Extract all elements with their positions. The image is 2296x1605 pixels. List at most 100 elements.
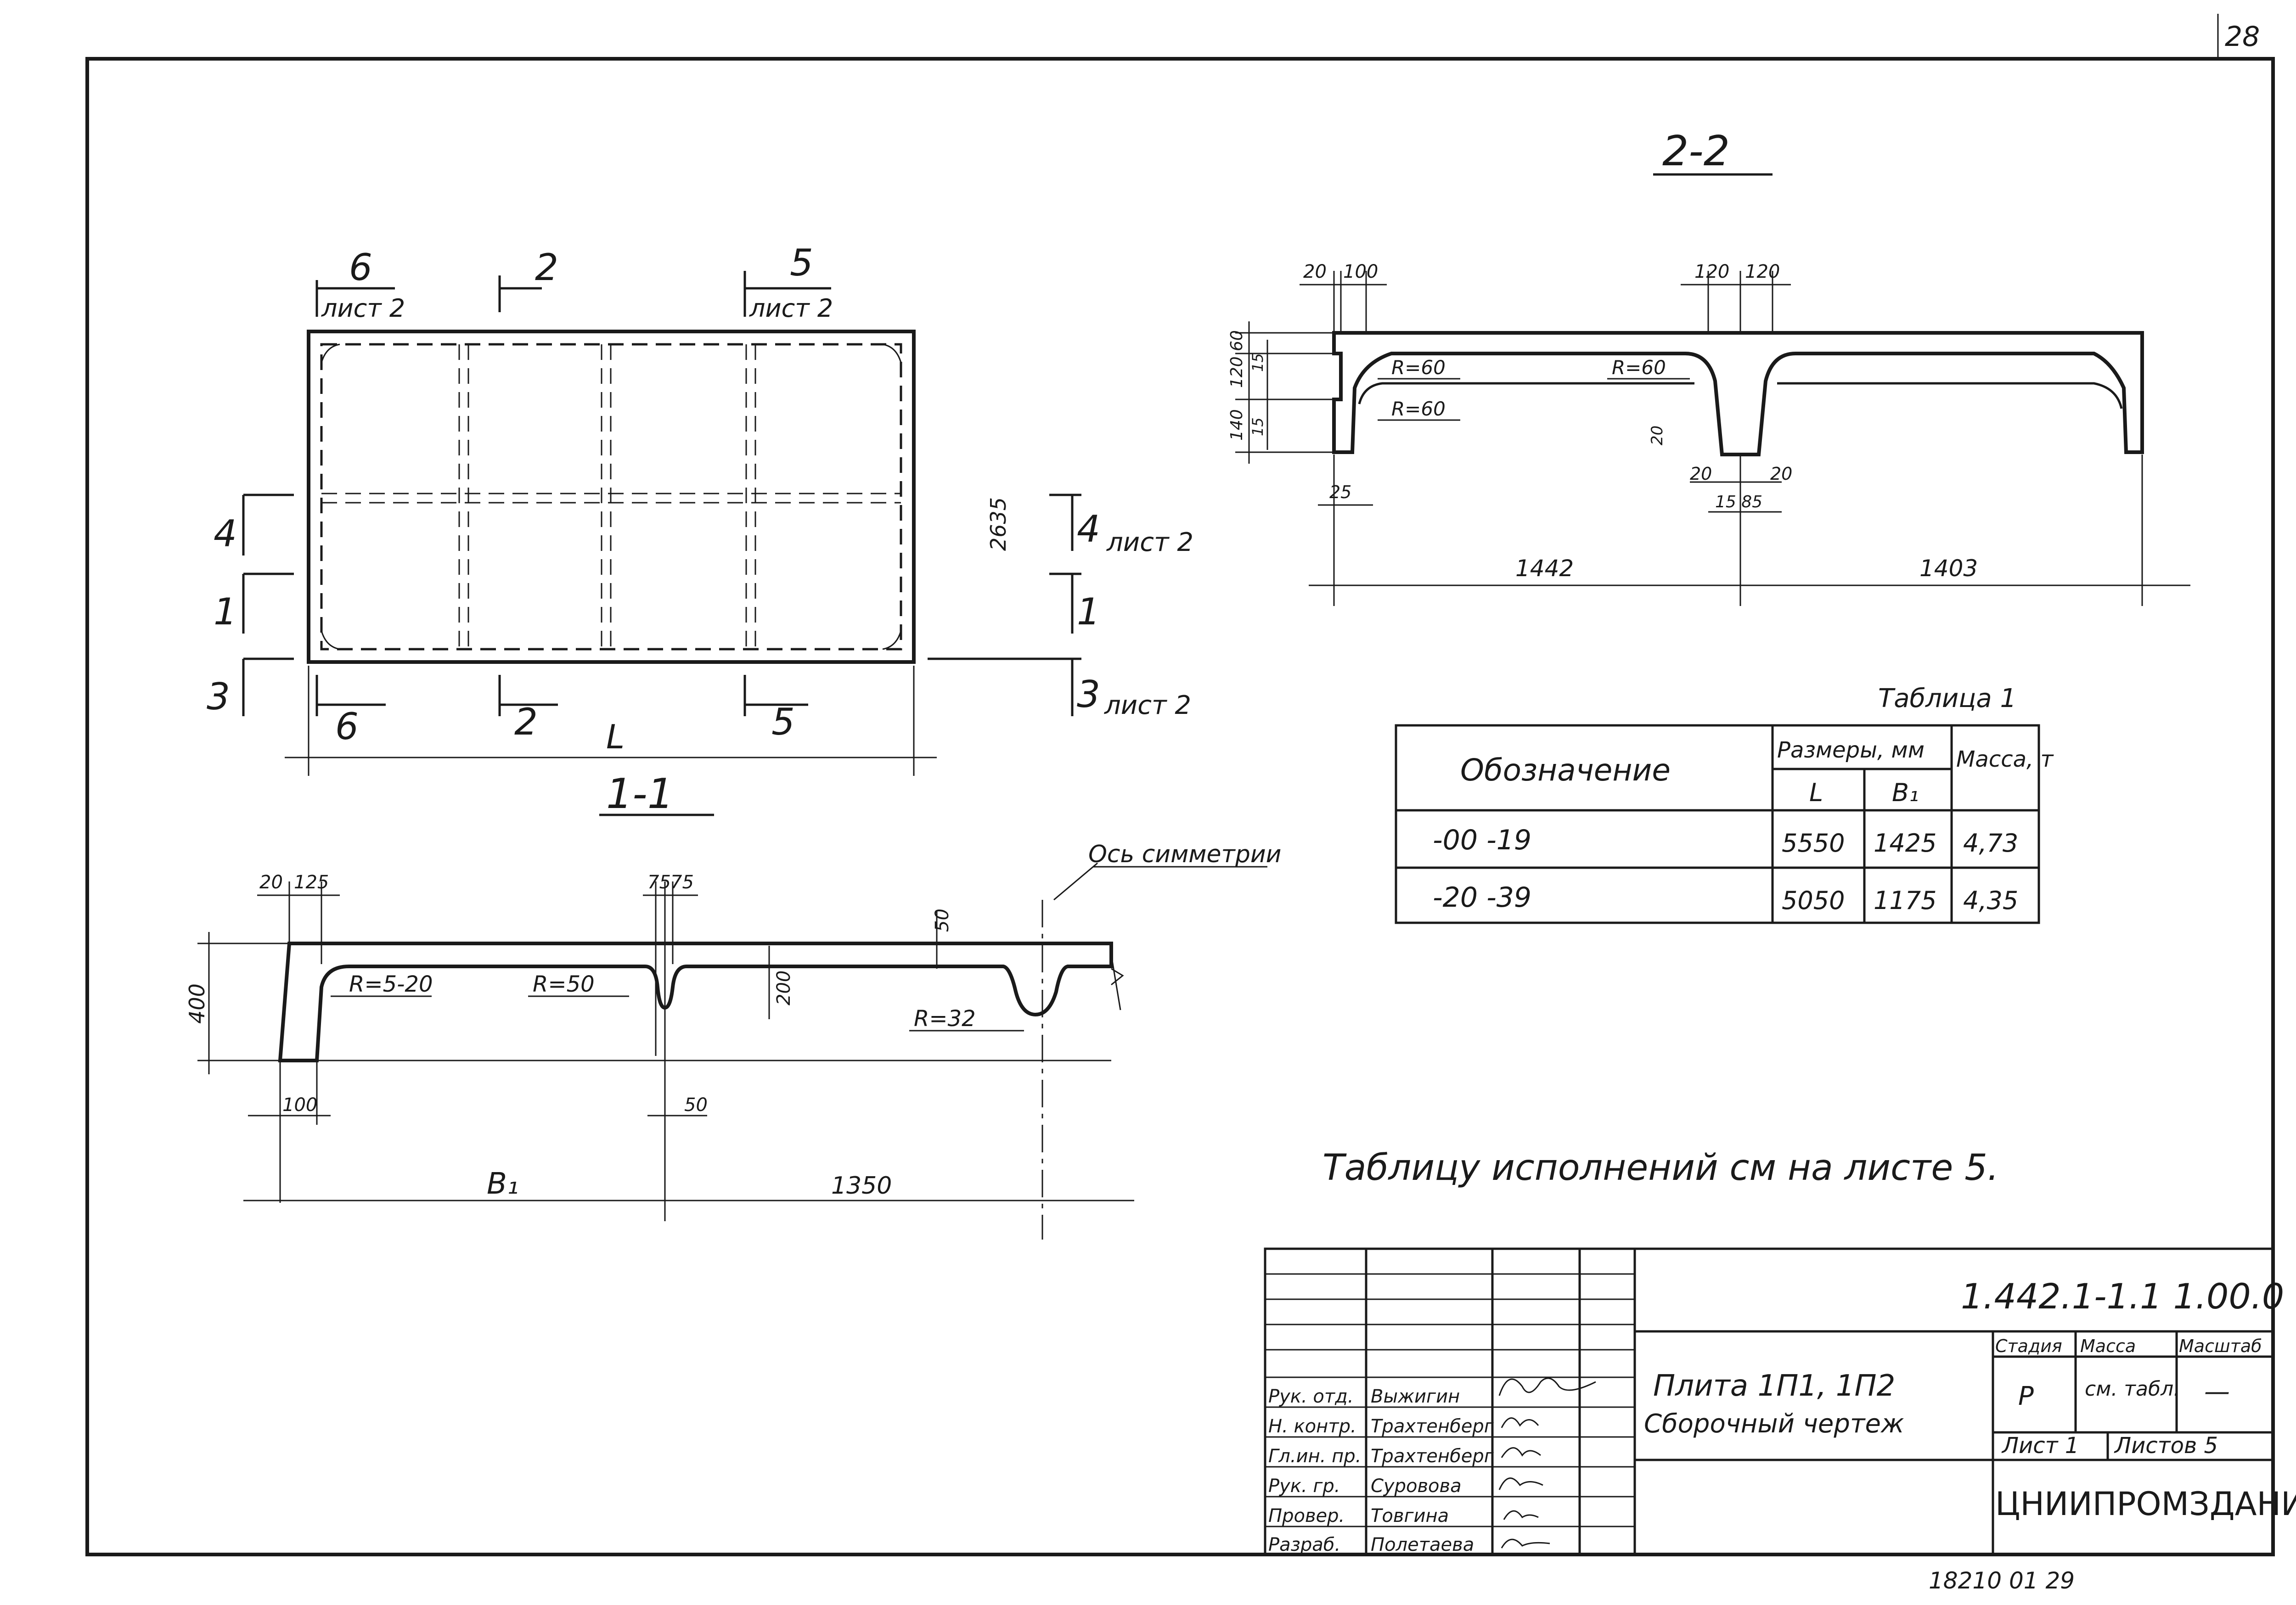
svg-text:20: 20 [1648, 426, 1666, 445]
svg-text:5: 5 [790, 241, 813, 284]
svg-text:2635: 2635 [986, 497, 1011, 551]
svg-text:120: 120 [1694, 261, 1729, 282]
svg-text:Рук. гр.: Рук. гр. [1268, 1476, 1340, 1497]
svg-text:125: 125 [294, 872, 329, 893]
svg-text:3: 3 [1077, 673, 1100, 716]
svg-text:4,73: 4,73 [1963, 829, 2018, 858]
svg-text:лист 2: лист 2 [749, 294, 833, 323]
section-mark-2-bottom: 2 [498, 675, 558, 743]
svg-text:R=60: R=60 [1391, 356, 1446, 379]
table-row: -20 -39 5050 1175 4,35 [1433, 881, 2018, 915]
svg-text:R=5-20: R=5-20 [349, 971, 433, 997]
svg-text:1: 1 [214, 590, 237, 633]
svg-text:1175: 1175 [1874, 886, 1936, 915]
svg-text:5550: 5550 [1782, 829, 1845, 858]
svg-text:2: 2 [514, 701, 538, 743]
head-scale: Масштаб [2179, 1336, 2262, 1356]
archive-number: 18210 01 29 [1929, 1567, 2075, 1594]
svg-text:20: 20 [1770, 464, 1792, 484]
svg-text:60: 60 [1227, 330, 1246, 351]
table-head-B: B₁ [1892, 778, 1919, 807]
sheet-frame: 28 [85, 14, 2275, 1556]
table-head-L: L [1809, 778, 1823, 807]
section-mark-5-bottom: 5 [743, 675, 808, 743]
section-1-1-profile [278, 942, 1113, 1062]
svg-text:1350: 1350 [831, 1172, 892, 1200]
section-1-1-title: 1-1 [606, 770, 674, 818]
svg-text:Товгина: Товгина [1371, 1505, 1449, 1526]
svg-text:15: 15 [1249, 353, 1266, 372]
dim-plan-side: 2635 [986, 497, 1011, 551]
doc-code: 1.442.1-1.1 1.00.0 СБ [1961, 1276, 2296, 1317]
plan-view: 6 лист 2 2 5 лист 2 6 2 5 [207, 241, 1193, 776]
svg-text:120: 120 [1227, 356, 1246, 388]
svg-text:лист 2: лист 2 [1104, 690, 1191, 720]
svg-text:R=32: R=32 [914, 1006, 976, 1032]
svg-text:Полетаева: Полетаева [1371, 1534, 1474, 1555]
svg-text:15 85: 15 85 [1715, 493, 1762, 511]
svg-text:120: 120 [1745, 261, 1780, 282]
table-1: Таблица 1 Обозначение Размеры, мм Масса,… [1395, 684, 2054, 924]
drawing-title: Плита 1П1, 1П2 [1653, 1369, 1895, 1403]
sheets-total: Листов 5 [2114, 1433, 2218, 1459]
svg-text:Гл.ин. пр.: Гл.ин. пр. [1268, 1446, 1361, 1467]
sheet-index: Лист 1 [2001, 1433, 2079, 1459]
organization: ЦНИИПРОМЗДАНИЙ [1995, 1485, 2296, 1523]
title-block: 1.442.1-1.1 1.00.0 СБ Плита 1П1, 1П2 Сбо… [1264, 1247, 2296, 1556]
svg-text:Трахтенберг: Трахтенберг [1371, 1446, 1494, 1467]
svg-text:R=50: R=50 [533, 971, 595, 997]
svg-text:15: 15 [1249, 417, 1266, 436]
svg-text:Суровова: Суровова [1371, 1476, 1462, 1497]
svg-text:4: 4 [214, 512, 237, 555]
head-mass: Масса [2080, 1336, 2136, 1356]
table-row: -00 -19 5550 1425 4,73 [1433, 824, 2018, 858]
section-1-1: 1-1 Ось симметрии 20 125 75 75 50 400 20 [185, 770, 1281, 1240]
section-mark-6-top: 6 лист 2 [315, 246, 405, 323]
head-stage: Стадия [1995, 1336, 2062, 1356]
axis-callout: Ось симметрии [1088, 841, 1281, 868]
svg-text:20: 20 [259, 872, 283, 893]
svg-text:R=60: R=60 [1612, 356, 1666, 379]
svg-text:Н. контр.: Н. контр. [1268, 1416, 1356, 1437]
svg-text:Трахтенберг: Трахтенберг [1371, 1416, 1494, 1437]
signatures [1498, 1377, 1596, 1549]
svg-text:75: 75 [647, 872, 671, 893]
svg-text:200: 200 [773, 971, 794, 1005]
svg-text:20: 20 [1303, 261, 1327, 282]
section-mark-6-bottom: 6 [315, 675, 386, 748]
svg-text:4: 4 [1077, 508, 1100, 550]
svg-text:-00 -19: -00 -19 [1433, 824, 1531, 856]
svg-text:1403: 1403 [1919, 555, 1978, 582]
svg-text:6: 6 [335, 705, 359, 748]
svg-text:20: 20 [1690, 464, 1712, 484]
svg-text:100: 100 [1343, 261, 1378, 282]
rib-grid [321, 344, 901, 649]
svg-text:3: 3 [207, 675, 230, 718]
section-2-2: 2-2 20 100 120 120 60 120 140 15 15 R=60 [1227, 127, 2190, 606]
table-head-mass: Масса, т [1956, 746, 2054, 772]
svg-text:L: L [606, 718, 625, 756]
svg-text:400: 400 [185, 983, 209, 1024]
svg-text:4,35: 4,35 [1963, 886, 2018, 915]
mass-value: см. табл. [2085, 1377, 2180, 1401]
section-mark-5-top: 5 лист 2 [743, 241, 833, 323]
svg-text:25: 25 [1329, 482, 1351, 502]
svg-text:2: 2 [535, 246, 558, 289]
section-2-2-profile [1332, 331, 2144, 456]
section-2-2-title: 2-2 [1662, 127, 1730, 175]
svg-text:лист 2: лист 2 [321, 294, 405, 323]
section-mark-2-top: 2 [498, 246, 558, 312]
svg-text:Провер.: Провер. [1268, 1505, 1345, 1526]
svg-text:140: 140 [1227, 409, 1246, 441]
svg-text:лист 2: лист 2 [1106, 528, 1193, 557]
svg-text:Разраб.: Разраб. [1268, 1534, 1340, 1555]
note-execution-table: Таблицу исполнений см на листе 5. [1322, 1147, 1999, 1189]
svg-text:-20 -39: -20 -39 [1433, 881, 1531, 914]
stage-value: Р [2018, 1381, 2034, 1411]
svg-text:100: 100 [282, 1094, 317, 1116]
svg-text:R=60: R=60 [1391, 398, 1446, 420]
svg-text:50: 50 [684, 1094, 708, 1116]
svg-text:B₁: B₁ [487, 1167, 519, 1201]
section-marks-right: 4 лист 2 1 3 лист 2 [928, 494, 1193, 720]
